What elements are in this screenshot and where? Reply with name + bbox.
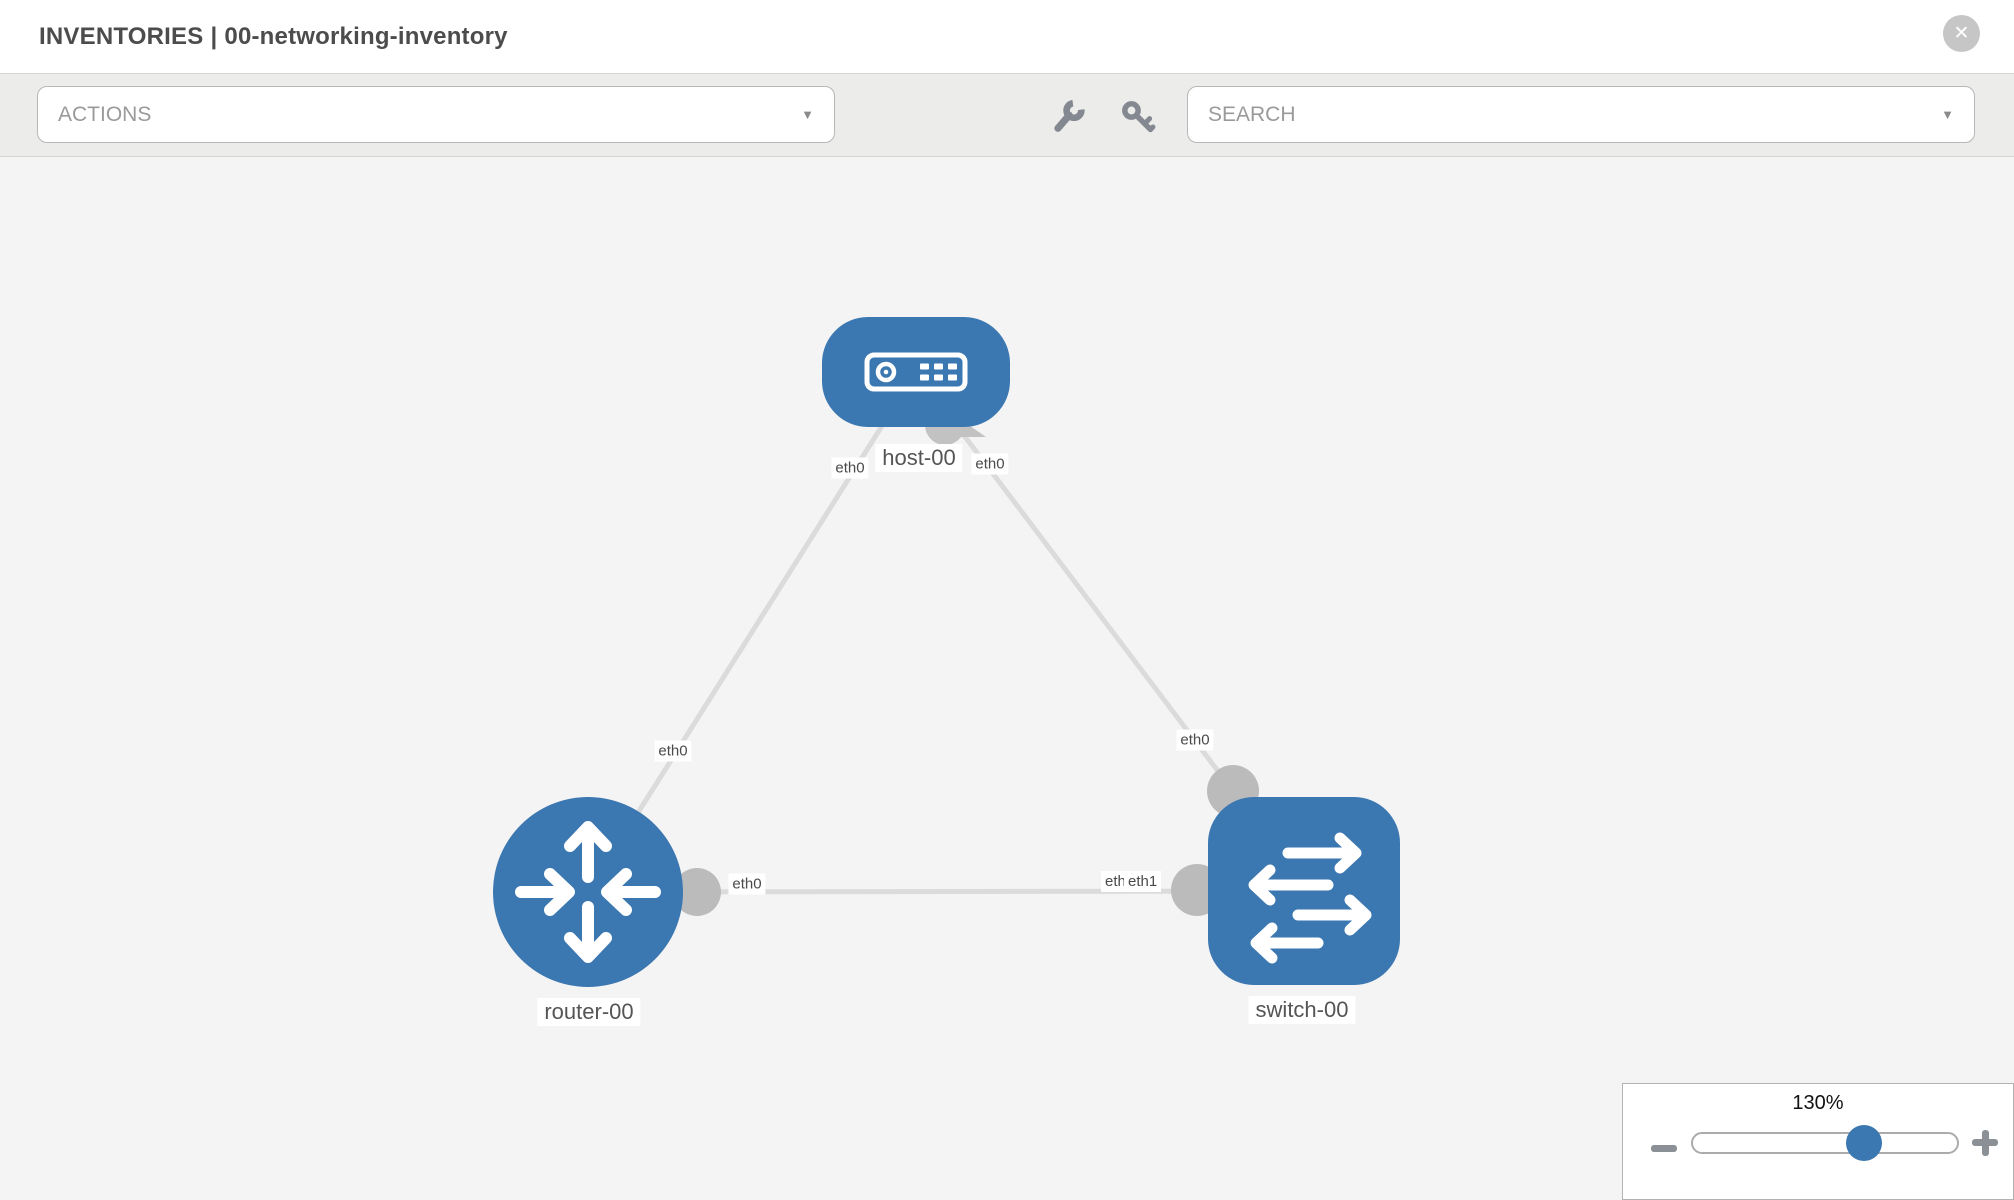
chevron-down-icon: ▼ xyxy=(1941,107,1954,122)
header: INVENTORIES|00-networking-inventory ✕ xyxy=(0,0,2014,73)
interface-dot-router xyxy=(673,868,721,916)
plus-icon xyxy=(1981,1129,1989,1156)
interface-label-router-eth0-up: eth0 xyxy=(654,740,692,762)
configure-button[interactable] xyxy=(1049,98,1087,136)
zoom-out-button[interactable] xyxy=(1649,1129,1679,1157)
search-dropdown[interactable]: SEARCH ▼ xyxy=(1187,86,1975,143)
node-label-switch: switch-00 xyxy=(1248,996,1356,1024)
toolbar: ACTIONS ▼ SEARCH ▼ xyxy=(0,73,2014,157)
interface-label-host-eth0-left: eth0 xyxy=(831,457,869,479)
zoom-in-button[interactable] xyxy=(1970,1127,2000,1157)
zoom-slider-track[interactable] xyxy=(1691,1132,1959,1154)
credentials-button[interactable] xyxy=(1119,98,1157,136)
close-icon: ✕ xyxy=(1953,23,1970,44)
link-host-switch[interactable] xyxy=(914,370,1235,793)
node-host-00[interactable] xyxy=(822,317,1010,427)
breadcrumb-separator: | xyxy=(210,22,218,50)
search-dropdown-label: SEARCH xyxy=(1208,102,1296,126)
key-icon xyxy=(1122,101,1156,133)
minus-icon xyxy=(1651,1144,1677,1152)
interface-label-switch-eth1: eth1 xyxy=(1124,871,1162,892)
switch-icon xyxy=(1248,832,1372,964)
node-router-00[interactable] xyxy=(493,797,683,987)
zoom-slider-thumb[interactable] xyxy=(1846,1125,1882,1161)
interface-label-host-eth0-right: eth0 xyxy=(971,453,1009,475)
close-button[interactable]: ✕ xyxy=(1943,15,1980,52)
node-label-router: router-00 xyxy=(537,998,641,1026)
zoom-level-value: 130% xyxy=(1792,1092,1844,1114)
node-label-host: host-00 xyxy=(875,444,963,472)
router-icon xyxy=(515,821,661,963)
actions-dropdown[interactable]: ACTIONS ▼ xyxy=(37,86,835,143)
zoom-control-panel: 130% xyxy=(1622,1083,2014,1200)
breadcrumb-section: INVENTORIES xyxy=(39,22,204,50)
actions-dropdown-label: ACTIONS xyxy=(58,102,152,126)
page-title: INVENTORIES|00-networking-inventory xyxy=(39,23,515,51)
host-device-icon xyxy=(864,352,968,392)
chevron-down-icon: ▼ xyxy=(801,107,814,122)
links-layer xyxy=(585,370,1301,916)
interface-label-router-eth0: eth0 xyxy=(728,873,766,895)
wrench-icon xyxy=(1054,99,1085,132)
interface-label-switch-eth0-up: eth0 xyxy=(1176,729,1214,751)
inventory-name: 00-networking-inventory xyxy=(224,22,508,50)
node-switch-00[interactable] xyxy=(1208,797,1400,985)
topology-canvas[interactable]: host-00 router-00 switch-00 eth0 eth0 et… xyxy=(0,157,2014,1200)
